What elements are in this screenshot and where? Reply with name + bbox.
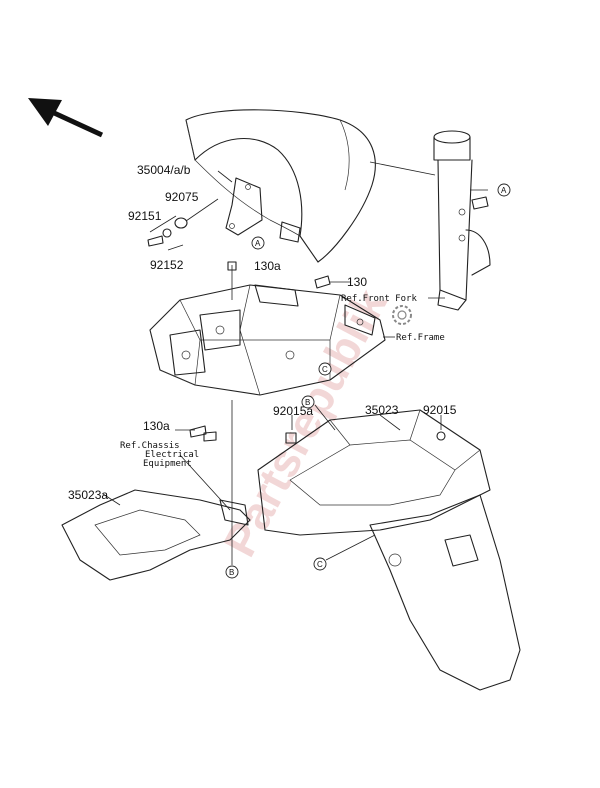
rear-mudguard-drawing — [369, 494, 521, 691]
rear-subframe-drawing — [149, 284, 386, 396]
front-fender-drawing — [185, 109, 376, 263]
fasteners-drawing — [147, 217, 446, 444]
inner-fender-35023-drawing — [257, 409, 491, 536]
part-number-92152: 92152 — [150, 258, 184, 272]
svg-text:A: A — [501, 186, 507, 195]
callout-b-lower: B — [225, 565, 239, 579]
ref-chassis-label: Ref.Chassis — [120, 441, 180, 451]
ref-chassis-equipment-label: Equipment — [143, 459, 192, 469]
gear-icon — [392, 305, 412, 325]
svg-text:B: B — [305, 398, 310, 407]
undertray-35023a-drawing — [61, 489, 251, 581]
part-number-92015a: 92015a — [273, 404, 313, 418]
svg-text:C: C — [317, 560, 323, 569]
ref-front-fork-label: Ref.Front Fork — [341, 294, 417, 304]
part-number-35023: 35023 — [365, 403, 399, 417]
ref-chassis-electrical-label: Electrical — [145, 450, 199, 460]
callout-a-fender: A — [251, 236, 265, 250]
part-number-130a-top: 130a — [254, 259, 281, 273]
part-number-92015: 92015 — [423, 403, 457, 417]
part-number-92075: 92075 — [165, 190, 199, 204]
callout-a-fork: A — [497, 183, 511, 197]
part-number-35023a: 35023a — [68, 488, 108, 502]
part-number-92151: 92151 — [128, 209, 162, 223]
svg-text:B: B — [229, 568, 234, 577]
callout-c-frame: C — [318, 362, 332, 376]
part-number-130a-mid: 130a — [143, 419, 170, 433]
part-number-35004: 35004/a/b — [137, 163, 191, 177]
ref-frame-label: Ref.Frame — [396, 333, 445, 343]
part-number-130: 130 — [347, 275, 367, 289]
svg-text:C: C — [322, 365, 328, 374]
direction-arrow-icon — [28, 98, 104, 138]
front-fork-drawing — [433, 130, 491, 311]
svg-text:A: A — [255, 239, 261, 248]
callout-b-frame: B — [301, 395, 315, 409]
leader-lines — [102, 161, 488, 565]
callout-c-lower: C — [313, 557, 327, 571]
